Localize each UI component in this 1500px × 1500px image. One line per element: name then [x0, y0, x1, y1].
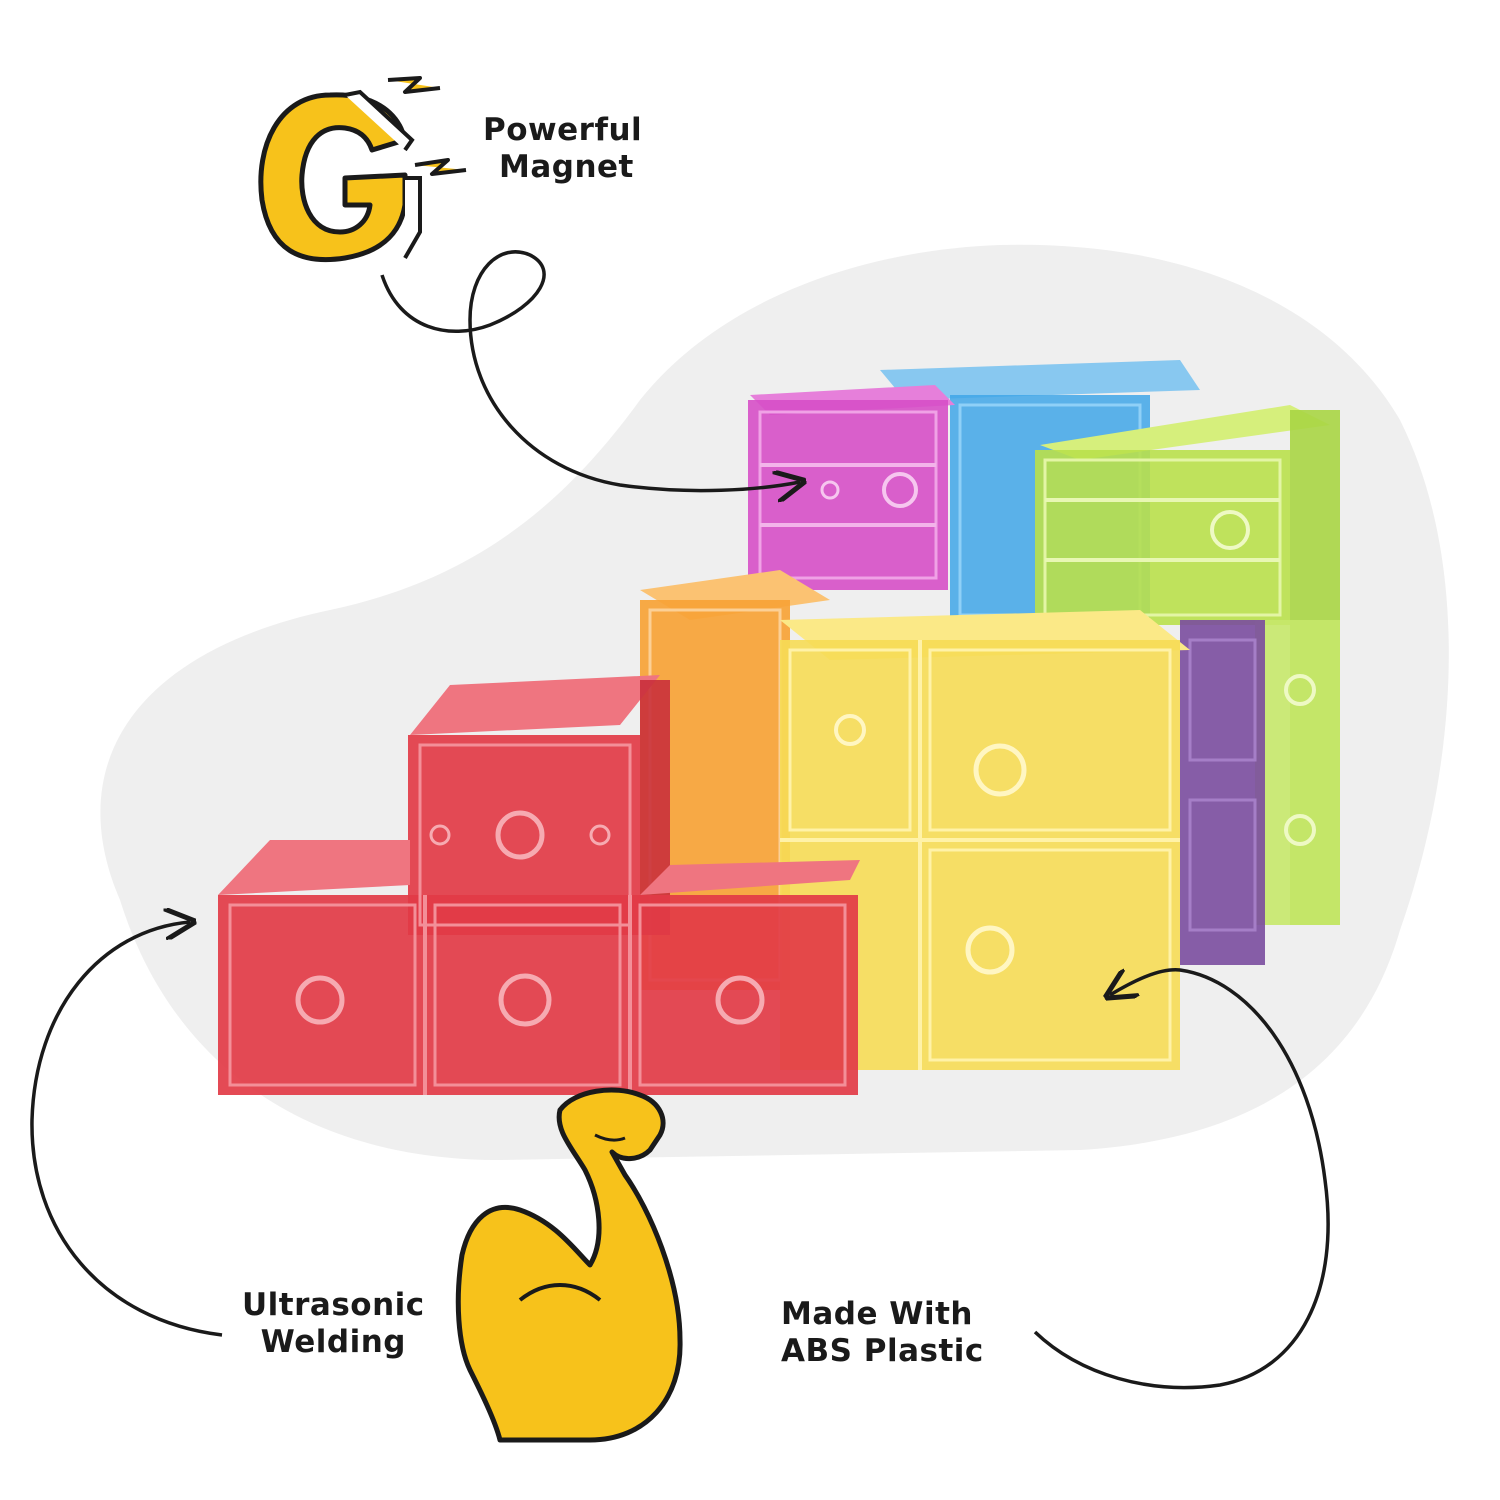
feature-magnet-line1: Powerful [483, 112, 643, 148]
cube-magenta [748, 385, 955, 590]
magnetic-cube-puzzle [218, 360, 1340, 1095]
g-magnet-icon [258, 76, 467, 263]
feature-magnet-line2: Magnet [499, 149, 634, 186]
flexed-arm-icon [455, 1087, 683, 1443]
feature-powerful-magnet: Powerful Magnet [483, 112, 642, 186]
welding-arrow [30, 922, 223, 1337]
feature-ultrasonic-welding: Ultrasonic Welding [242, 1287, 425, 1361]
cube-red [218, 675, 860, 1095]
magnet-arrow [380, 250, 800, 491]
cube-purple [1180, 620, 1265, 965]
feature-welding-line2: Welding [260, 1324, 406, 1361]
feature-abs-plastic: Made With ABS Plastic [781, 1296, 984, 1370]
plastic-arrow [1033, 968, 1330, 1390]
feature-plastic-line1: Made With [781, 1296, 973, 1332]
feature-plastic-line2: ABS Plastic [781, 1333, 984, 1370]
feature-welding-line1: Ultrasonic [242, 1287, 425, 1323]
cube-green [1035, 405, 1340, 925]
